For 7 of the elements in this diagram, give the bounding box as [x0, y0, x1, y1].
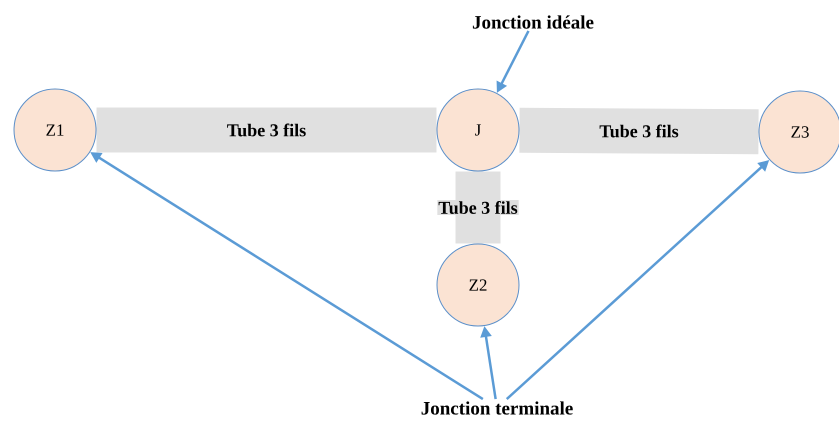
- edge-label: Tube 3 fils: [437, 200, 519, 215]
- tube-band: [519, 108, 759, 154]
- caption-text: Jonction idéale: [472, 15, 594, 29]
- edge-label: Tube 3 fils: [226, 122, 308, 138]
- tube-band: [96, 108, 436, 152]
- caption-text: Jonction terminale: [422, 401, 573, 415]
- edge-label: Tube 3 fils: [598, 124, 680, 138]
